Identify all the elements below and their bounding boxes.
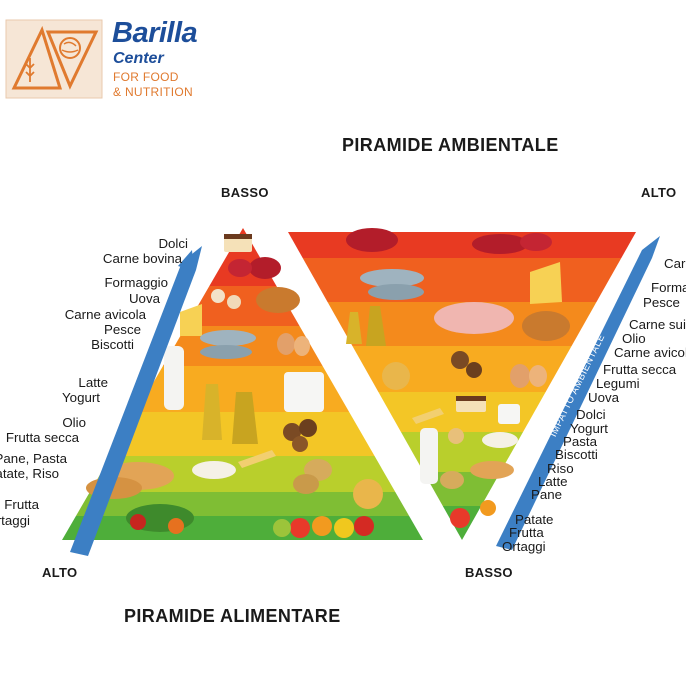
env-label-frutta: Frutta [509, 525, 544, 540]
env-nuts-icon [451, 351, 469, 369]
beef-icon [249, 257, 281, 279]
env-pasta-icon [412, 408, 444, 424]
food-label-dolci: Dolci [158, 236, 188, 251]
env-milk-icon [420, 428, 438, 484]
env-rice-icon [482, 432, 518, 448]
env-label-carne-suina: Carne suina [629, 317, 686, 332]
env-label-pane: Pane [531, 487, 563, 502]
env-label-ortaggi: Ortaggi [502, 539, 546, 554]
consumo-suggerito-arrow [70, 246, 202, 556]
env-label-formaggio: Formaggio [651, 280, 686, 295]
impatto-ambientale-arrow [496, 236, 660, 550]
brand-tagline-2: & NUTRITION [113, 85, 193, 99]
env-label-carne: Carne [664, 256, 686, 271]
olive-oil-icon [202, 384, 222, 440]
env-label-patate: Patate [515, 512, 554, 527]
env-label-legumi: Legumi [596, 376, 640, 391]
food-label-frutta-secca: Frutta secca [5, 430, 79, 445]
env-label-frutta-secca: Frutta secca [603, 362, 677, 377]
food-pyramid-bottom-label: ALTO [42, 565, 78, 580]
food-label-carne-bovina: Carne bovina [102, 251, 182, 266]
food-label-uova: Uova [128, 291, 160, 306]
food-label-pane-pasta: Pane, Pasta [0, 451, 67, 466]
barilla-logo-icon [5, 19, 103, 99]
fish-icon [200, 330, 256, 346]
env-cheese-icon [530, 262, 562, 304]
food-label-formaggio: Formaggio [104, 275, 168, 290]
env-label-carne-avicola: Carne avicola [614, 345, 686, 360]
env-label-yogurt: Yogurt [570, 421, 608, 436]
env-chicken-icon [522, 311, 570, 341]
env-pyramid-title: PIRAMIDE AMBIENTALE [342, 135, 559, 155]
env-pyramid-bottom-label: BASSO [465, 565, 513, 580]
env-label-biscotti: Biscotti [555, 447, 598, 462]
env-potato-icon [440, 471, 464, 489]
food-pyramid-title: PIRAMIDE ALIMENTARE [124, 606, 341, 626]
env-label-dolci: Dolci [576, 407, 606, 422]
env-beef-icon [346, 228, 398, 252]
env-vegetables-icon [450, 508, 470, 528]
env-label-olio: Olio [622, 331, 646, 346]
env-band-2 [288, 258, 636, 302]
env-yogurt-icon [498, 404, 520, 424]
chicken-icon [256, 287, 300, 313]
egg-icon [277, 333, 295, 355]
food-label-olio: Olio [62, 415, 86, 430]
cheese-icon [180, 304, 202, 336]
fruit-icon [290, 518, 310, 538]
env-band-1 [288, 232, 636, 258]
env-bread-icon [470, 461, 514, 479]
pasta-icon [238, 450, 276, 468]
shrimp-icon [211, 289, 225, 303]
milk-icon [164, 346, 184, 410]
brand-name: Barilla [112, 17, 198, 49]
food-label-patate-riso: Patate, Riso [0, 466, 59, 481]
food-label-frutta: Frutta [4, 497, 39, 512]
food-band-8 [62, 516, 423, 540]
env-label-pesce: Pesce [643, 295, 680, 310]
env-label-latte: Latte [538, 474, 568, 489]
food-label-pesce: Pesce [104, 322, 141, 337]
food-label-latte: Latte [78, 375, 108, 390]
food-label-yogurt: Yogurt [62, 390, 100, 405]
env-label-riso: Riso [547, 461, 574, 476]
food-label-ortaggi: Ortaggi [0, 513, 30, 528]
env-pyramid-top-label: ALTO [641, 185, 677, 200]
env-fish-icon [360, 269, 424, 287]
env-label-pasta: Pasta [563, 434, 598, 449]
food-pyramid-top-label: BASSO [221, 185, 269, 200]
rice-icon [192, 461, 236, 479]
env-biscuit-icon [448, 428, 464, 444]
nuts-icon [283, 423, 301, 441]
env-label-uova: Uova [588, 390, 620, 405]
env-egg-icon [510, 364, 530, 388]
legumes-icon [382, 362, 410, 390]
env-fruit-icon [480, 500, 496, 516]
food-illustrations-right [346, 228, 570, 528]
chickpeas-icon [353, 479, 383, 509]
food-label-biscotti: Biscotti [91, 337, 134, 352]
pork-icon [434, 302, 514, 334]
brand-sub: Center [113, 50, 164, 67]
brand-tagline-1: FOR FOOD [113, 70, 179, 84]
yogurt-icon [284, 372, 324, 412]
env-oil-icon [346, 312, 362, 344]
food-label-carne-avicola: Carne avicola [64, 307, 146, 322]
